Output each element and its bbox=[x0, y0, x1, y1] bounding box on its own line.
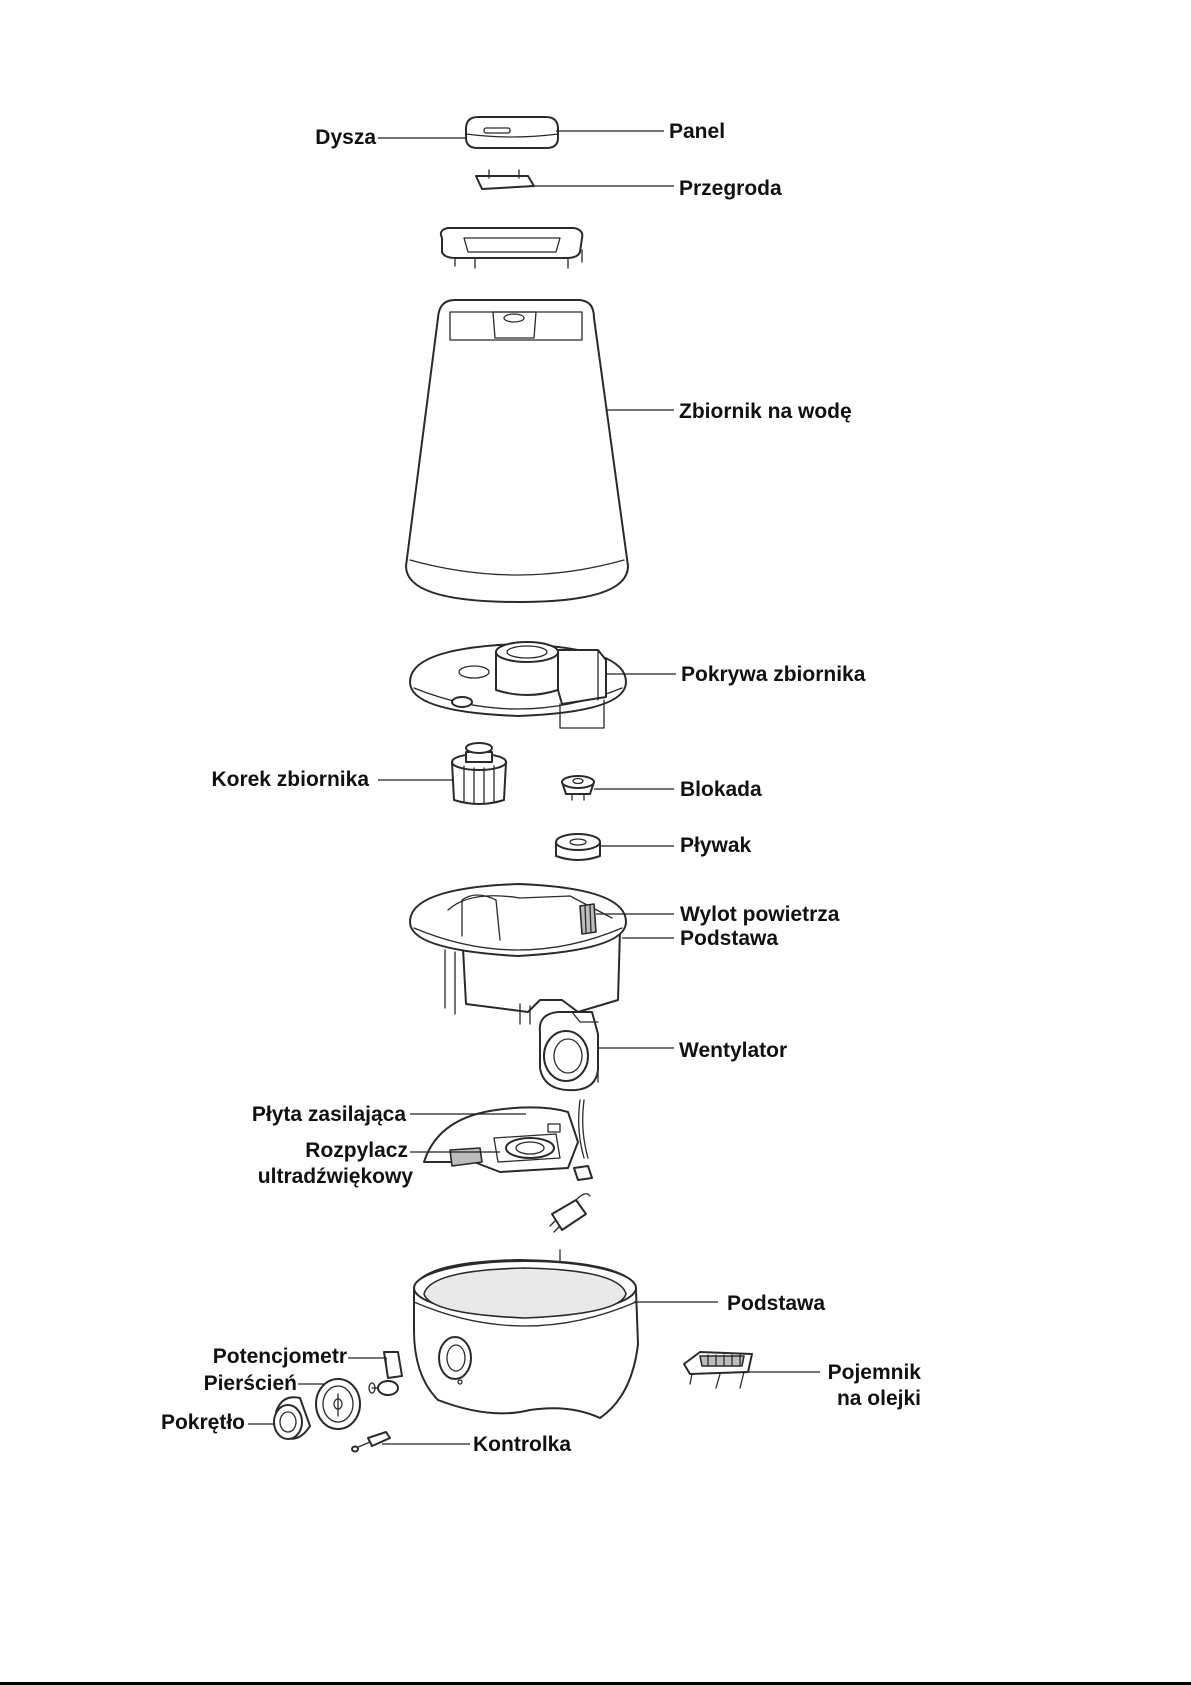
panel-part bbox=[466, 117, 558, 148]
label-blokada: Blokada bbox=[680, 778, 762, 801]
ring-part bbox=[316, 1379, 360, 1429]
label-pojemnik-line1: Pojemnik bbox=[828, 1361, 922, 1384]
label-rozpylacz-line2: ultradźwiękowy bbox=[258, 1165, 414, 1188]
label-wentylator: Wentylator bbox=[679, 1039, 787, 1062]
lower-base-part bbox=[414, 1250, 638, 1418]
water-tank-part bbox=[406, 300, 628, 602]
label-rozpylacz-line1: Rozpylacz bbox=[305, 1139, 408, 1162]
przegroda-part bbox=[476, 170, 534, 189]
label-potencjometr: Potencjometr bbox=[213, 1345, 347, 1368]
indicator-part bbox=[352, 1432, 390, 1452]
power-board-part bbox=[424, 1107, 578, 1172]
label-pokrywa: Pokrywa zbiornika bbox=[681, 663, 866, 686]
label-pierscien: Pierścień bbox=[204, 1372, 297, 1395]
cable-plug-part bbox=[550, 1194, 590, 1232]
upper-base-part bbox=[410, 884, 626, 1024]
fan-part bbox=[540, 1012, 598, 1090]
tank-cover-part bbox=[410, 642, 626, 728]
oil-container-part bbox=[684, 1352, 752, 1388]
label-przegroda: Przegroda bbox=[679, 177, 782, 200]
float-part bbox=[556, 834, 600, 860]
label-plywak: Pływak bbox=[680, 834, 752, 857]
knob-part bbox=[274, 1397, 310, 1439]
label-podstawa-upper: Podstawa bbox=[680, 927, 778, 950]
label-pojemnik-line2: na olejki bbox=[837, 1387, 921, 1410]
label-pokretlo: Pokrętło bbox=[161, 1411, 245, 1434]
tank-plug-part bbox=[452, 743, 506, 804]
label-podstawa-lower: Podstawa bbox=[727, 1292, 825, 1315]
label-zbiornik: Zbiornik na wodę bbox=[679, 400, 852, 423]
label-wylot: Wylot powietrza bbox=[680, 903, 840, 926]
label-korek: Korek zbiornika bbox=[211, 768, 369, 791]
label-panel: Panel bbox=[669, 120, 725, 143]
label-dysza: Dysza bbox=[315, 126, 376, 149]
leader-potencjometr bbox=[348, 1358, 386, 1366]
blokada-part bbox=[562, 776, 594, 800]
label-kontrolka: Kontrolka bbox=[473, 1433, 571, 1456]
top-frame-part bbox=[441, 228, 582, 268]
label-plyta: Płyta zasilająca bbox=[252, 1103, 406, 1126]
